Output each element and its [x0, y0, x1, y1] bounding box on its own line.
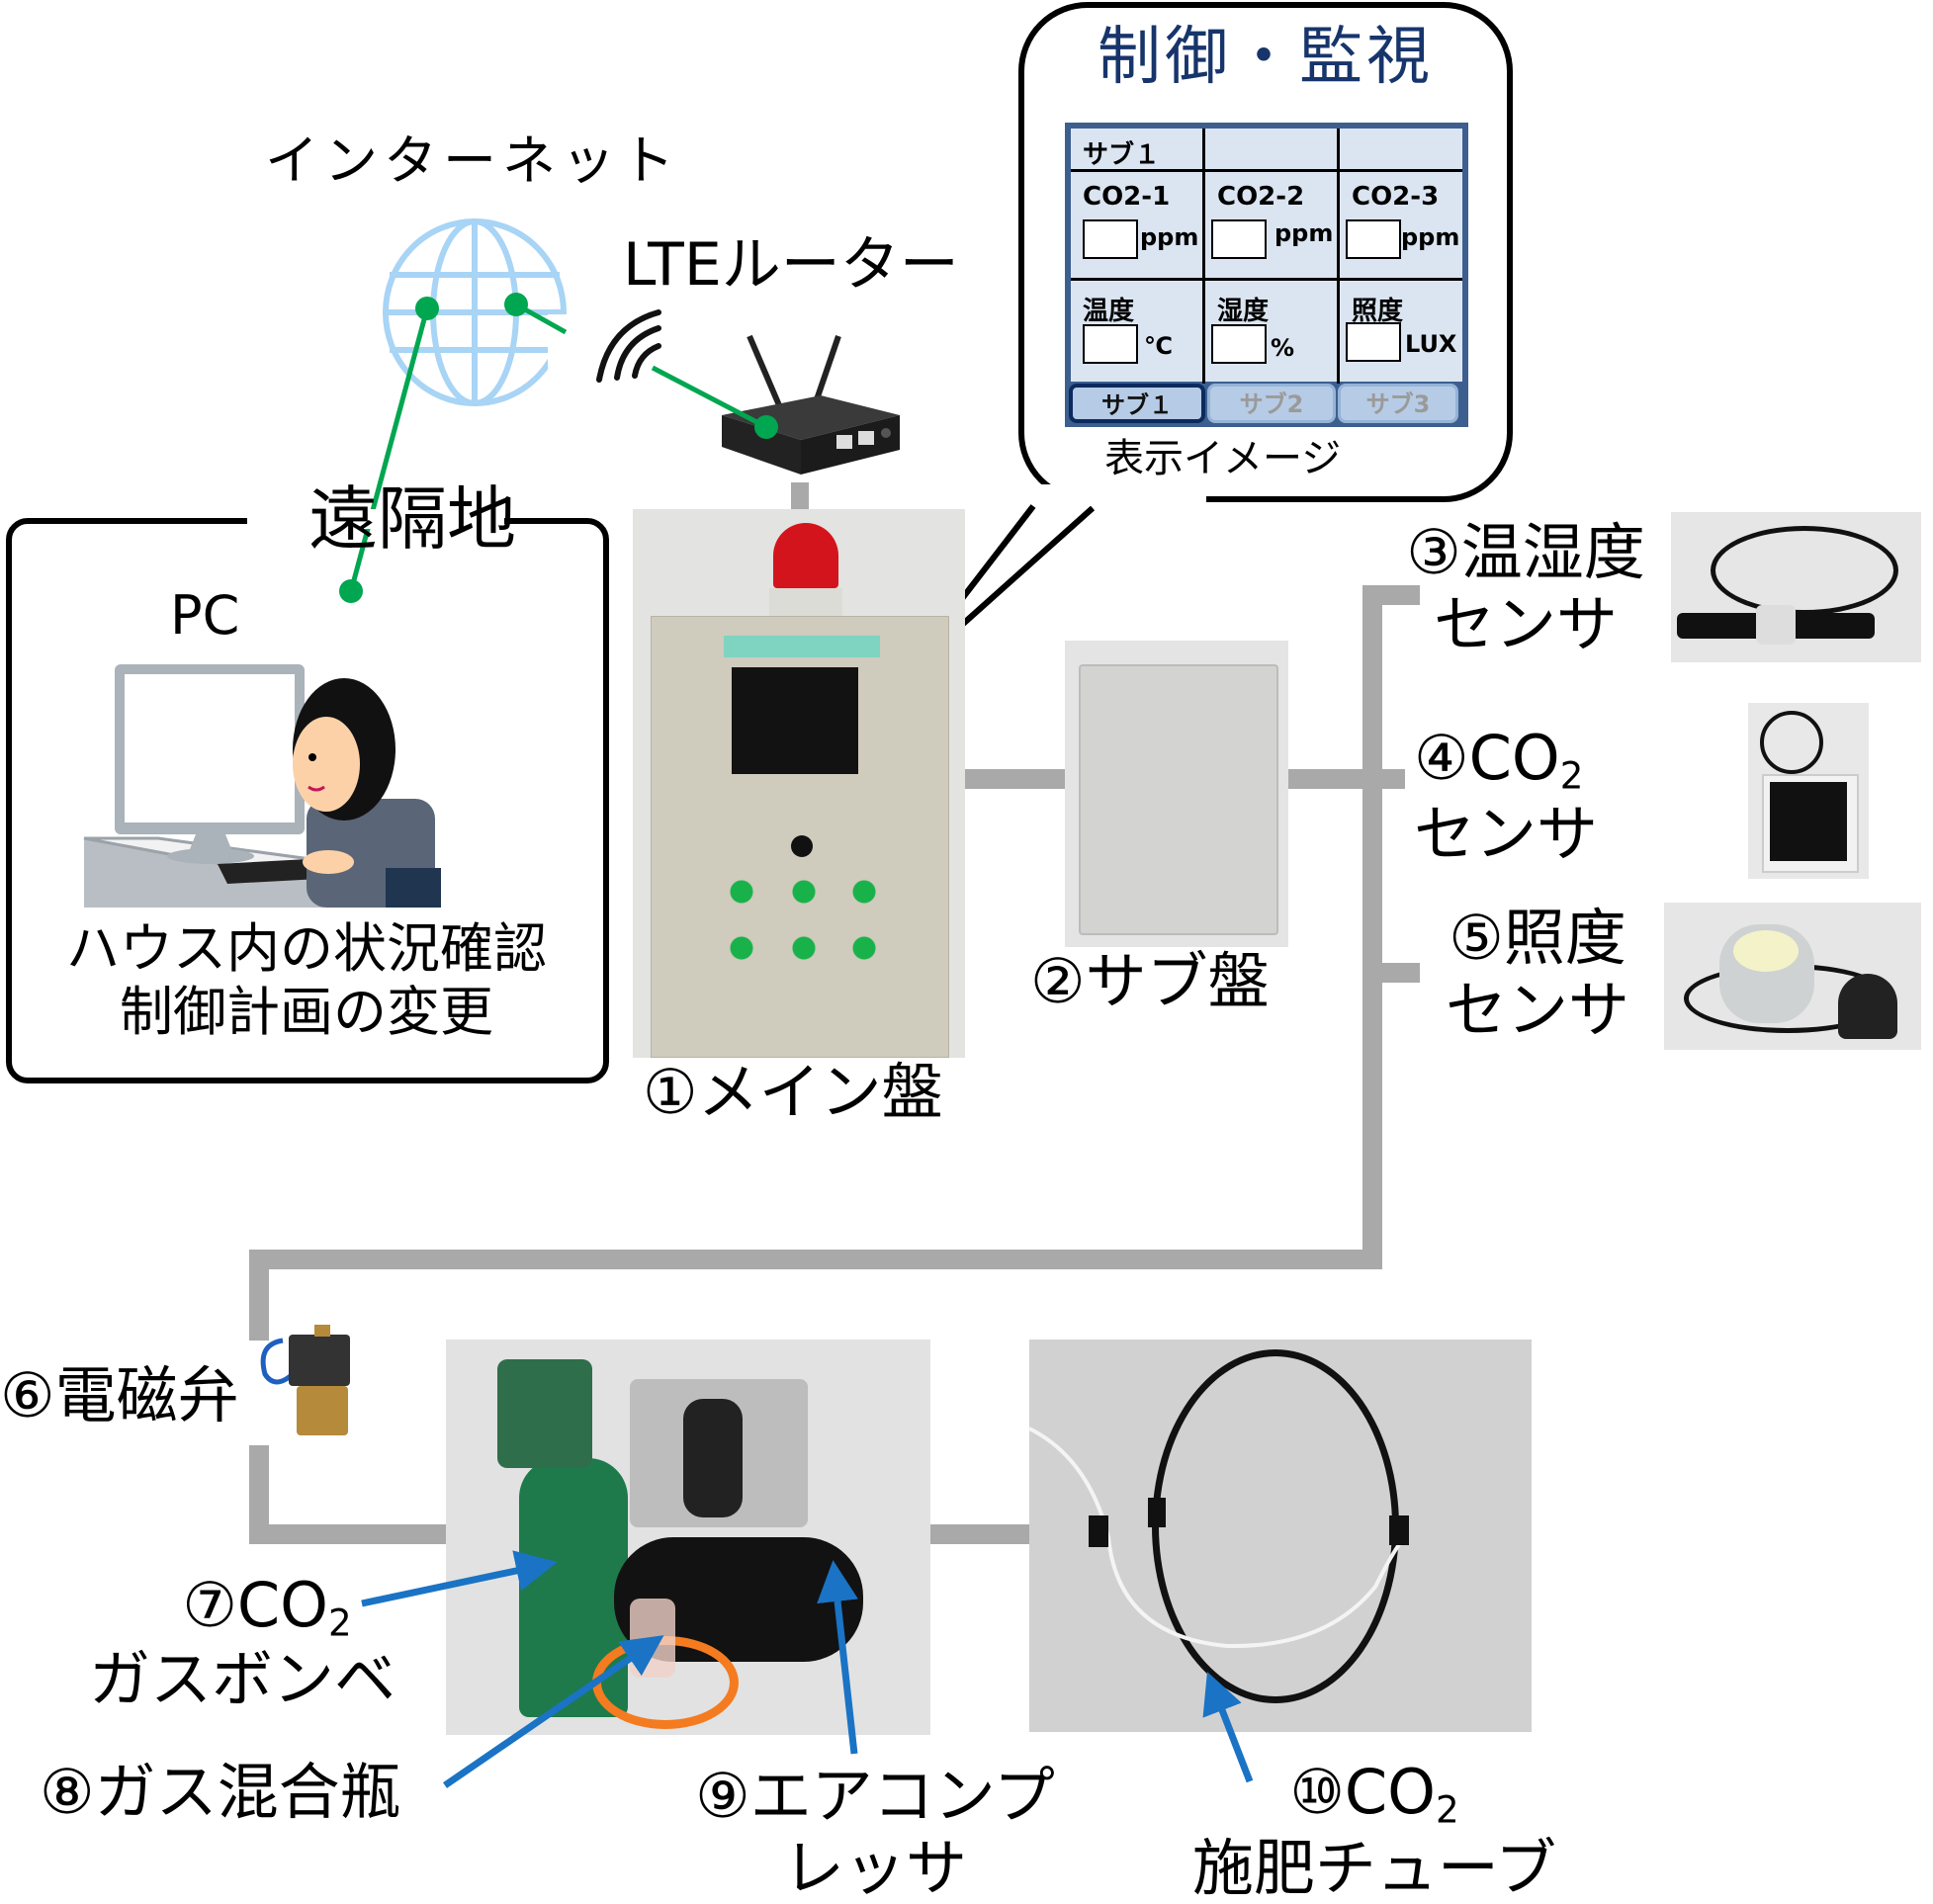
- wire-main-sub: [965, 769, 1066, 789]
- remote-line-1: ハウス内の状況確認: [66, 917, 547, 980]
- remote-site-title: 遠隔地: [308, 478, 516, 560]
- co2-sensor-label: ④CO2 センサ: [1414, 722, 1599, 871]
- illuminance-value-field: [1346, 322, 1401, 362]
- display-header-cell: [1205, 129, 1340, 172]
- co2-2-cell: CO2-2 ppm: [1205, 172, 1340, 281]
- humidity-cell: 湿度 %: [1205, 281, 1340, 384]
- temp-humidity-sensor-photo: [1671, 512, 1921, 662]
- tab-sub1[interactable]: サブ１: [1069, 384, 1205, 423]
- solenoid-valve-label: ⑥電磁弁: [0, 1359, 239, 1431]
- nameplate: [724, 636, 880, 657]
- co2-2-value-field: [1211, 219, 1267, 259]
- pc-user-illustration: [83, 664, 441, 908]
- panel-buttons: [730, 877, 878, 966]
- arrow-co2-cylinder: [361, 1550, 558, 1607]
- compressor-cylinder-photo: [446, 1340, 930, 1735]
- wire-branch-light: [1362, 963, 1420, 983]
- temp-humidity-sensor-label: ③温湿度 センサ: [1406, 516, 1645, 661]
- co2-1-value-field: [1083, 219, 1138, 259]
- display-header-cell: サブ１: [1071, 129, 1205, 172]
- wire-valve-compressor: [249, 1524, 447, 1544]
- wire-sensor-bus: [1362, 585, 1382, 1261]
- wire-branch-temp: [1362, 585, 1420, 605]
- wire-valve-top: [249, 1250, 269, 1341]
- temperature-value-field: [1083, 324, 1138, 364]
- touch-screen: [732, 667, 858, 774]
- remote-description: ハウス内の状況確認 制御計画の変更: [20, 917, 593, 1043]
- co2-3-value-field: [1346, 219, 1401, 259]
- internet-label: インターネット: [265, 130, 680, 192]
- pc-label: PC: [170, 584, 240, 647]
- wire-valve-bottom: [249, 1445, 269, 1542]
- co2-1-cell: CO2-1 ppm: [1071, 172, 1205, 281]
- co2-sensor-photo: [1748, 703, 1869, 879]
- display-header-cell: [1340, 129, 1462, 172]
- solenoid-valve-photo: [260, 1325, 350, 1435]
- arrow-compressor: [817, 1560, 858, 1755]
- tab-sub3[interactable]: サブ3: [1338, 384, 1458, 423]
- tab-sub2[interactable]: サブ2: [1207, 384, 1336, 423]
- display-grid: サブ１ CO2-1 ppm CO2-2 ppm CO2-3 ppm 温度 ℃ 湿…: [1071, 129, 1462, 384]
- remote-line-2: 制御計画の変更: [120, 980, 493, 1043]
- wire-compressor-tube: [930, 1524, 1029, 1544]
- router-label: LTEルーター: [623, 230, 959, 300]
- humidity-value-field: [1211, 324, 1267, 364]
- display-image-panel: サブ１ CO2-1 ppm CO2-2 ppm CO2-3 ppm 温度 ℃ 湿…: [1065, 123, 1468, 427]
- sub-panel-label: ②サブ盤: [1030, 945, 1270, 1017]
- control-monitor-title: 制御・監視: [1098, 21, 1434, 94]
- network-links: [339, 293, 778, 603]
- wifi-signal-icon: [596, 309, 661, 383]
- light-sensor-photo: [1664, 903, 1921, 1050]
- wire-router-main: [791, 482, 809, 512]
- warning-light: [773, 523, 838, 588]
- light-sensor-label: ⑤照度 センサ: [1445, 902, 1629, 1047]
- display-image-caption: 表示イメージ: [1104, 436, 1342, 481]
- co2-tube-photo: [1029, 1340, 1532, 1732]
- co2-cylinder-label: ⑦CO2 ガスボンベ: [89, 1569, 396, 1716]
- main-panel-label: ①メイン盤: [643, 1056, 943, 1128]
- co2-tube-label: ⑩CO2 施肥チューブ: [1191, 1756, 1557, 1904]
- sub-panel-photo: [1065, 641, 1288, 947]
- gas-mixing-bottle-label: ⑧ガス混合瓶: [40, 1756, 401, 1828]
- illuminance-cell: 照度 LUX: [1340, 281, 1462, 384]
- temperature-cell: 温度 ℃: [1071, 281, 1205, 384]
- co2-3-cell: CO2-3 ppm: [1340, 172, 1462, 281]
- wire-bottom-horizontal: [249, 1250, 1382, 1269]
- main-panel-photo: [633, 509, 965, 1058]
- air-compressor-label: ⑨エアコンプ レッサ: [695, 1760, 1055, 1904]
- arrow-mixing-bottle: [443, 1635, 664, 1788]
- arrow-co2-tube: [1202, 1671, 1254, 1783]
